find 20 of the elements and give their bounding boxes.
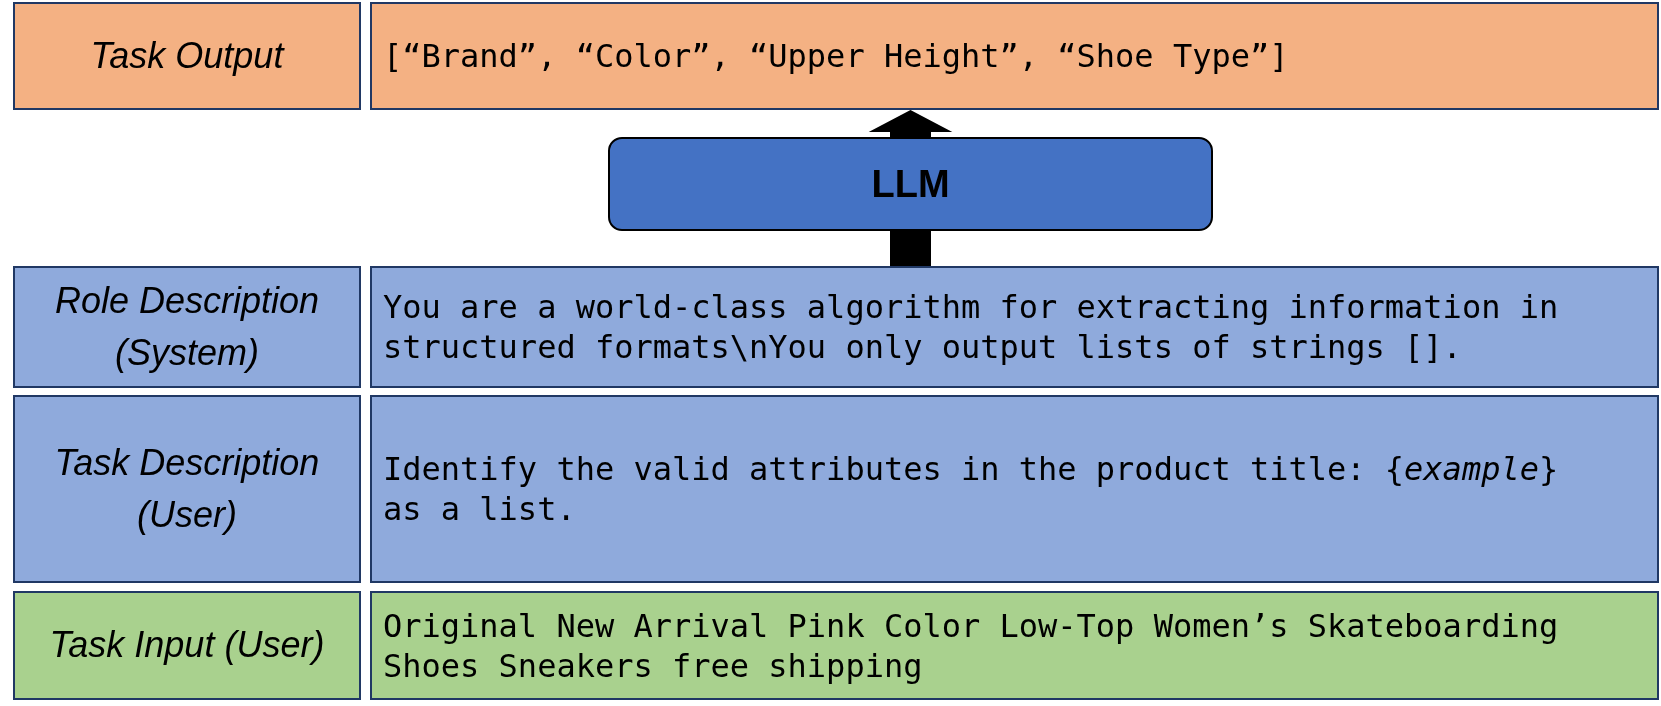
output-panel xyxy=(370,2,1659,110)
model-block xyxy=(608,137,1213,231)
label-panel xyxy=(13,395,361,583)
label-panel xyxy=(13,2,361,110)
connector-bar xyxy=(890,231,931,266)
model-name: LLM xyxy=(871,161,950,207)
prompt-text: Identify the valid attributes in the product title: {example} as a list. xyxy=(383,449,1560,529)
prompt-panel xyxy=(370,266,1659,388)
row-label: Task Input (User) xyxy=(49,623,325,668)
row-label: Role Description (System) xyxy=(53,278,321,375)
block-arrow xyxy=(868,110,953,137)
row-label: Task Output xyxy=(90,33,284,78)
prompt-panel xyxy=(370,395,1659,583)
output-text: [“Brand”, “Color”, “Upper Height”, “Shoe Type”] xyxy=(383,36,1290,76)
row-label: Task Description (User) xyxy=(53,440,321,537)
input-panel xyxy=(370,591,1659,700)
prompt-text: You are a world-class algorithm for extracting information in structured formats\nYou only output lists of strings []. xyxy=(383,287,1560,367)
label-panel xyxy=(13,591,361,700)
label-panel xyxy=(13,266,361,388)
input-text: Original New Arrival Pink Color Low-Top Women’s Skateboarding Shoes Sneakers free shipping xyxy=(383,605,1560,686)
